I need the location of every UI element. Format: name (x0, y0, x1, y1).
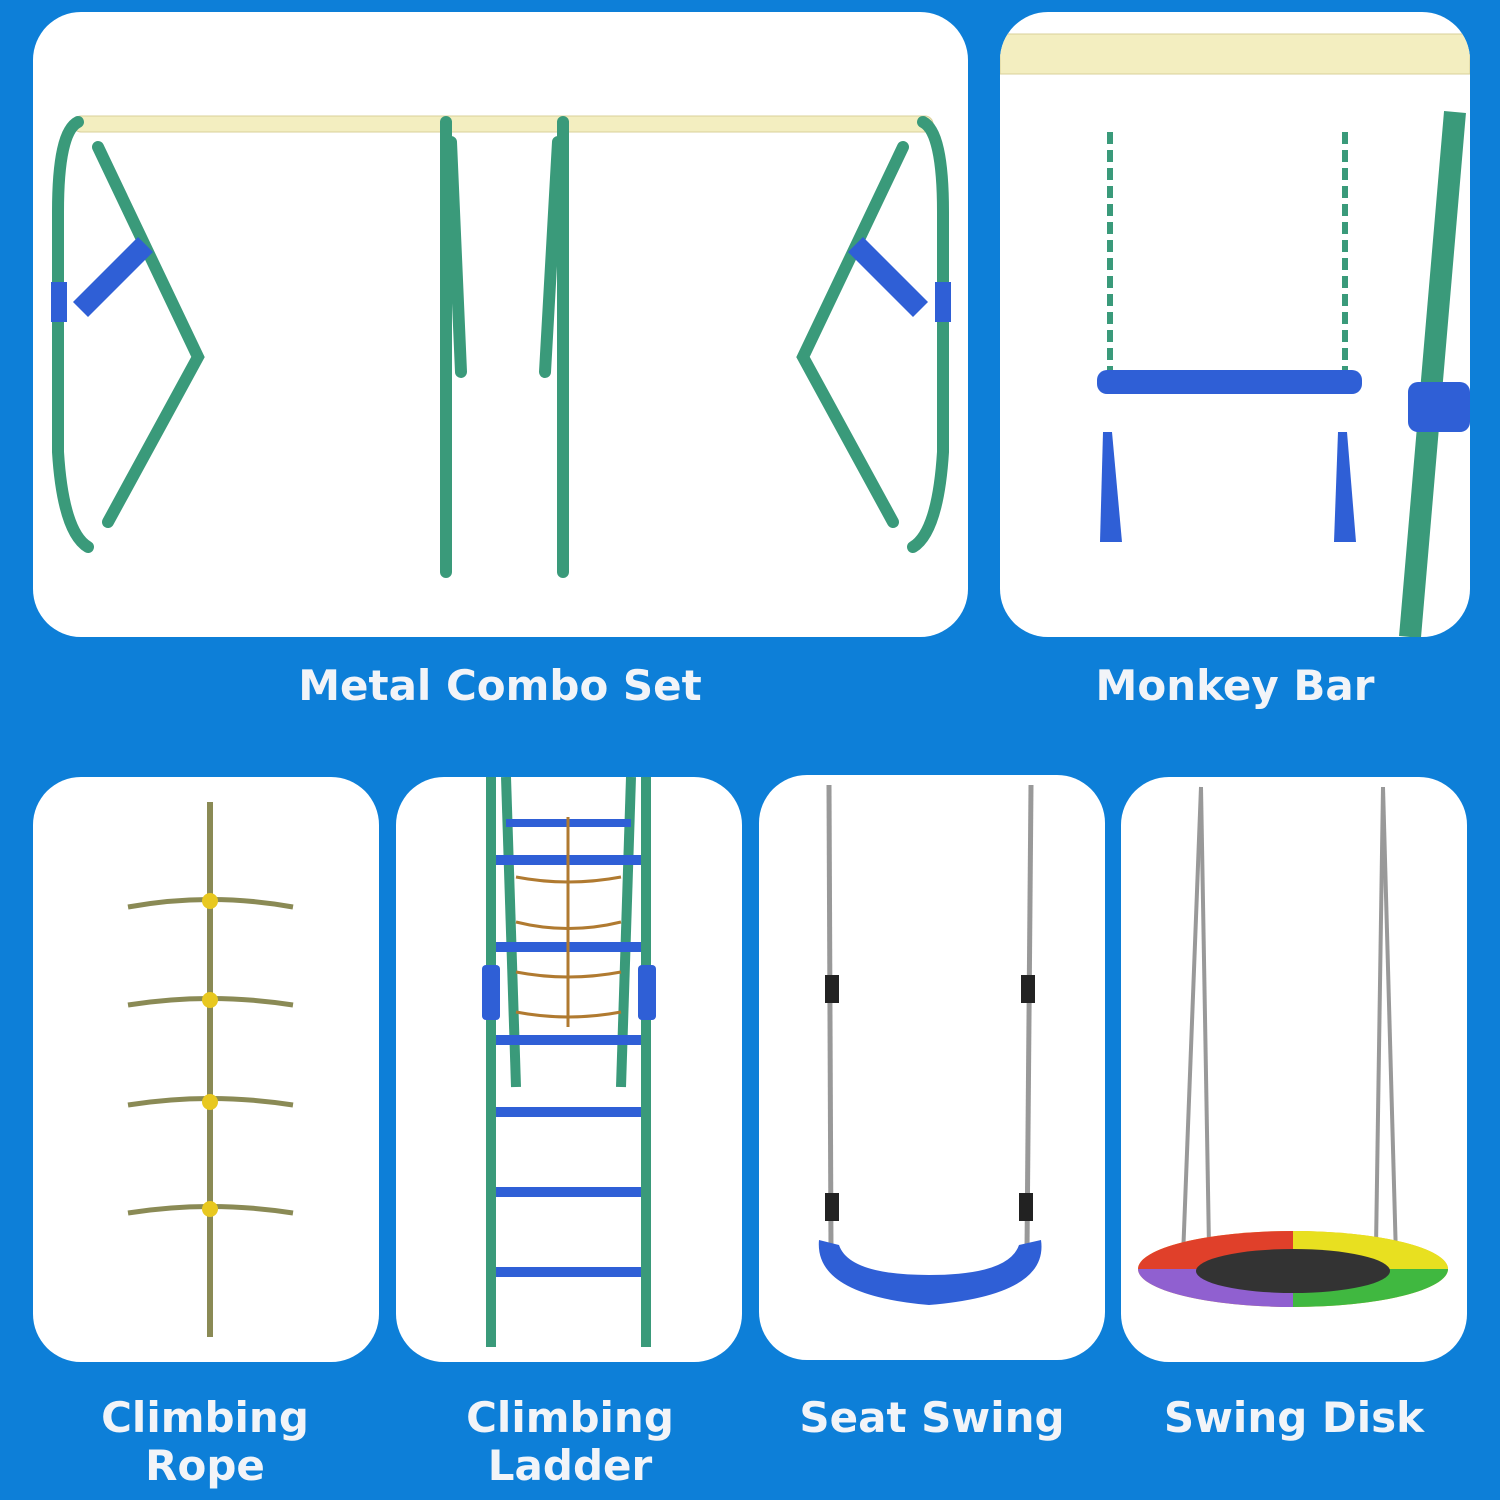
combo-set-illustration (51, 115, 951, 578)
swing-disk-illustration (1138, 786, 1448, 1307)
seat-swing-label: Seat Swing (799, 1393, 1065, 1442)
monkey-bar-label: Monkey Bar (1095, 661, 1375, 710)
swing-disk-image (1121, 777, 1467, 1362)
seat-swing-illustration (818, 784, 1042, 1305)
swing-disk-label: Swing Disk (1163, 1393, 1425, 1442)
climbing-ladder-label: Climbing Ladder (466, 1393, 674, 1490)
metal-combo-set-image (33, 12, 968, 637)
climbing-rope-illustration (127, 802, 294, 1337)
climbing-ladder-image (396, 777, 742, 1362)
climbing-rope-image (33, 777, 379, 1362)
climbing-ladder-illustration (482, 777, 656, 1347)
seat-swing-image (759, 775, 1105, 1360)
monkey-bar-image (1000, 12, 1470, 637)
metal-combo-set-label: Metal Combo Set (298, 661, 702, 710)
climbing-rope-label: Climbing Rope (101, 1393, 309, 1490)
monkey-bar-illustration (1000, 33, 1470, 637)
